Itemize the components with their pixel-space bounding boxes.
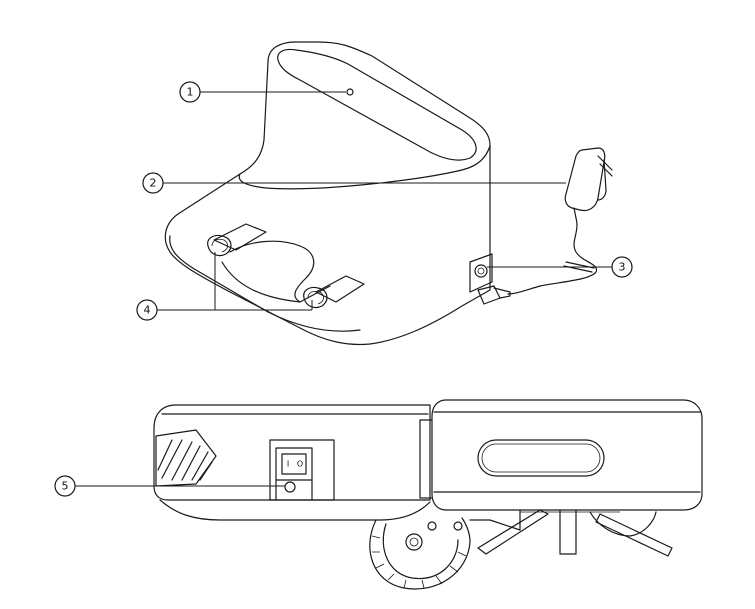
robot-side-view: I O xyxy=(153,399,703,590)
dock-tower xyxy=(267,41,491,263)
callout-3-label: 3 xyxy=(619,261,626,274)
robot-window xyxy=(477,439,605,477)
callout-1-circle xyxy=(179,81,201,103)
callout-1-label: 1 xyxy=(187,86,194,99)
power-adapter xyxy=(507,147,613,295)
robot-body xyxy=(431,399,703,511)
switch-on-mark: I xyxy=(287,460,289,469)
callout-2-label: 2 xyxy=(150,177,157,190)
side-brush xyxy=(477,509,673,557)
power-switch xyxy=(281,453,307,475)
dock-dc-port xyxy=(469,253,493,293)
dock-top-slot xyxy=(277,48,477,161)
dock-indicator-hole xyxy=(346,88,354,96)
charging-contact-upper xyxy=(207,223,267,257)
callout-5-circle xyxy=(54,475,76,497)
dock-base xyxy=(164,173,491,346)
robot-wheel xyxy=(369,517,471,590)
charging-contact-lower xyxy=(303,275,365,309)
callout-2-circle xyxy=(142,172,164,194)
callouts: 1 2 3 4 5 xyxy=(54,81,633,497)
switch-off-mark: O xyxy=(297,460,303,469)
callout-5-label: 5 xyxy=(62,480,69,493)
dc-in-jack xyxy=(284,481,296,493)
dc-plug xyxy=(477,285,511,305)
charging-dock xyxy=(164,41,511,346)
dock-cutout xyxy=(229,240,331,303)
callout-3-circle xyxy=(611,256,633,278)
adapter-cable xyxy=(507,217,598,295)
vent-grille xyxy=(155,429,217,487)
callout-4-circle xyxy=(136,299,158,321)
callout-4-label: 4 xyxy=(144,304,151,317)
power-switch-panel: I O xyxy=(269,439,335,501)
